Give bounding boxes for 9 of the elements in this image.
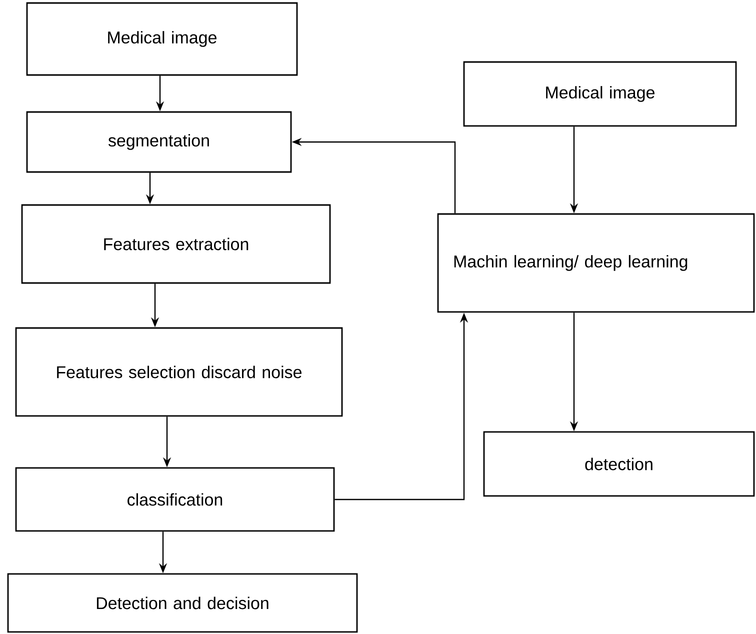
process-box: Features extraction <box>21 204 331 284</box>
process-box: segmentation <box>26 111 292 173</box>
process-box: classification <box>15 467 335 532</box>
process-box: Medical image <box>463 61 737 127</box>
process-box: Medical image <box>26 2 298 76</box>
process-box: Detection and decision <box>7 573 358 633</box>
process-box: Machin learning/ deep learning <box>437 213 755 313</box>
process-box: detection <box>483 431 755 497</box>
process-box: Features selection discard noise <box>15 327 343 417</box>
